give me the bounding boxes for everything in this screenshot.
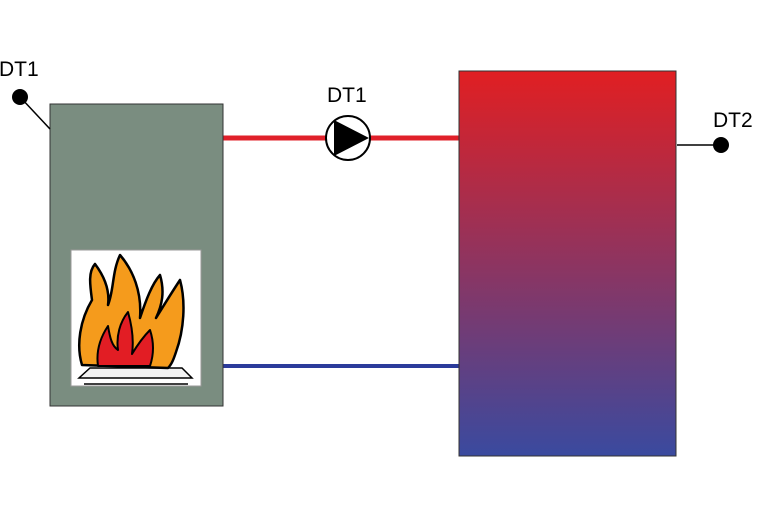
sensor-dot-icon (12, 89, 28, 105)
boiler-sensor-label: DT1 (0, 58, 39, 81)
boiler-sensor: DT1 (0, 58, 51, 130)
sensor-dot-icon (713, 137, 729, 153)
pump-icon (325, 115, 371, 161)
fire-icon (70, 249, 202, 387)
tank-sensor: DT2 (677, 109, 753, 153)
storage-tank (458, 70, 677, 457)
tank-sensor-label: DT2 (713, 109, 753, 132)
pump-sensor-label: DT1 (327, 84, 367, 107)
